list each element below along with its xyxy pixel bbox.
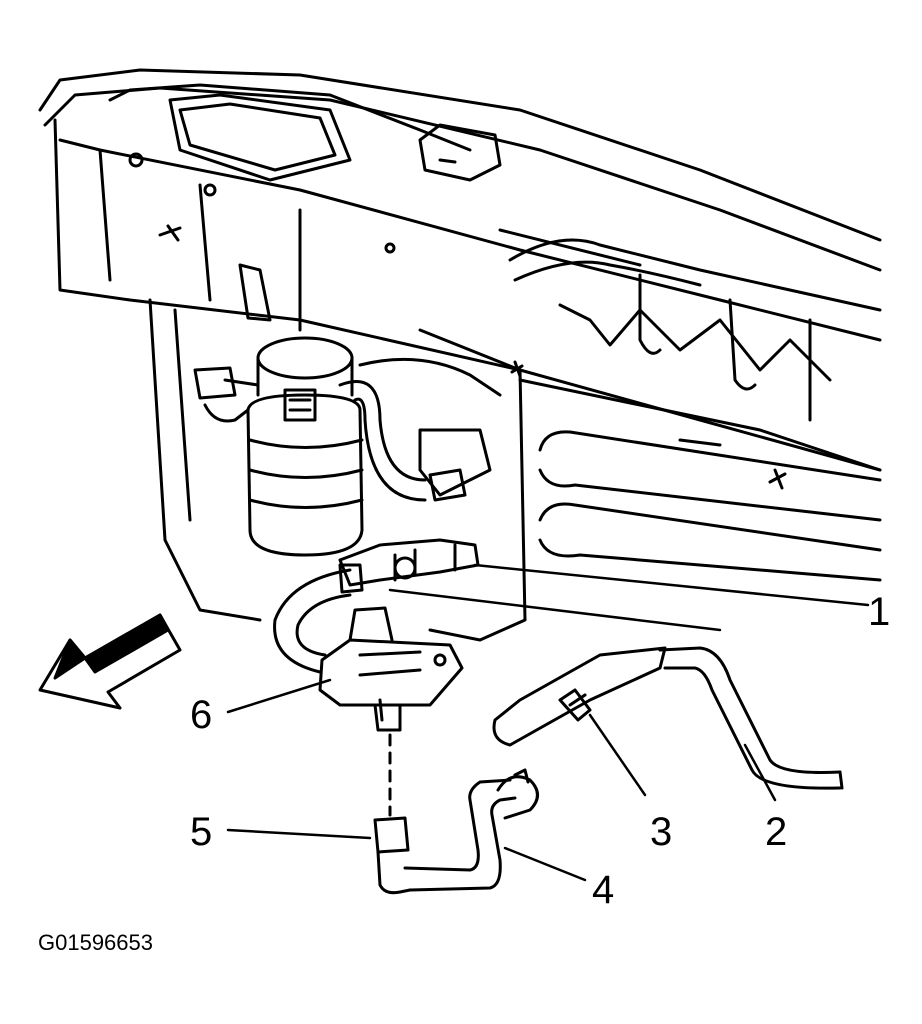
callout-leaders: [228, 565, 868, 880]
firewall-panel: [150, 265, 880, 640]
figure-id-label: G01596653: [38, 930, 153, 955]
drain-hose-with-clip: [405, 770, 538, 890]
ac-hose-with-fitting: [494, 648, 665, 745]
refrigerant-line: [660, 648, 842, 788]
callout-3-label: 3: [650, 810, 673, 854]
callout-5-label: 5: [190, 810, 213, 854]
callout-2-label: 2: [765, 810, 788, 854]
callout-6-label: 6: [190, 693, 213, 737]
cowl-panel: [40, 70, 880, 488]
hose-connector-fitting: [375, 818, 410, 893]
callout-4-label: 4: [592, 868, 615, 912]
callout-1-label: 1: [868, 590, 891, 634]
front-direction-arrow-icon: [40, 615, 180, 708]
suction-hose: [340, 359, 500, 500]
hose-u-bend: [275, 565, 362, 672]
accumulator-canister: [195, 338, 362, 555]
control-valve: [320, 608, 462, 730]
